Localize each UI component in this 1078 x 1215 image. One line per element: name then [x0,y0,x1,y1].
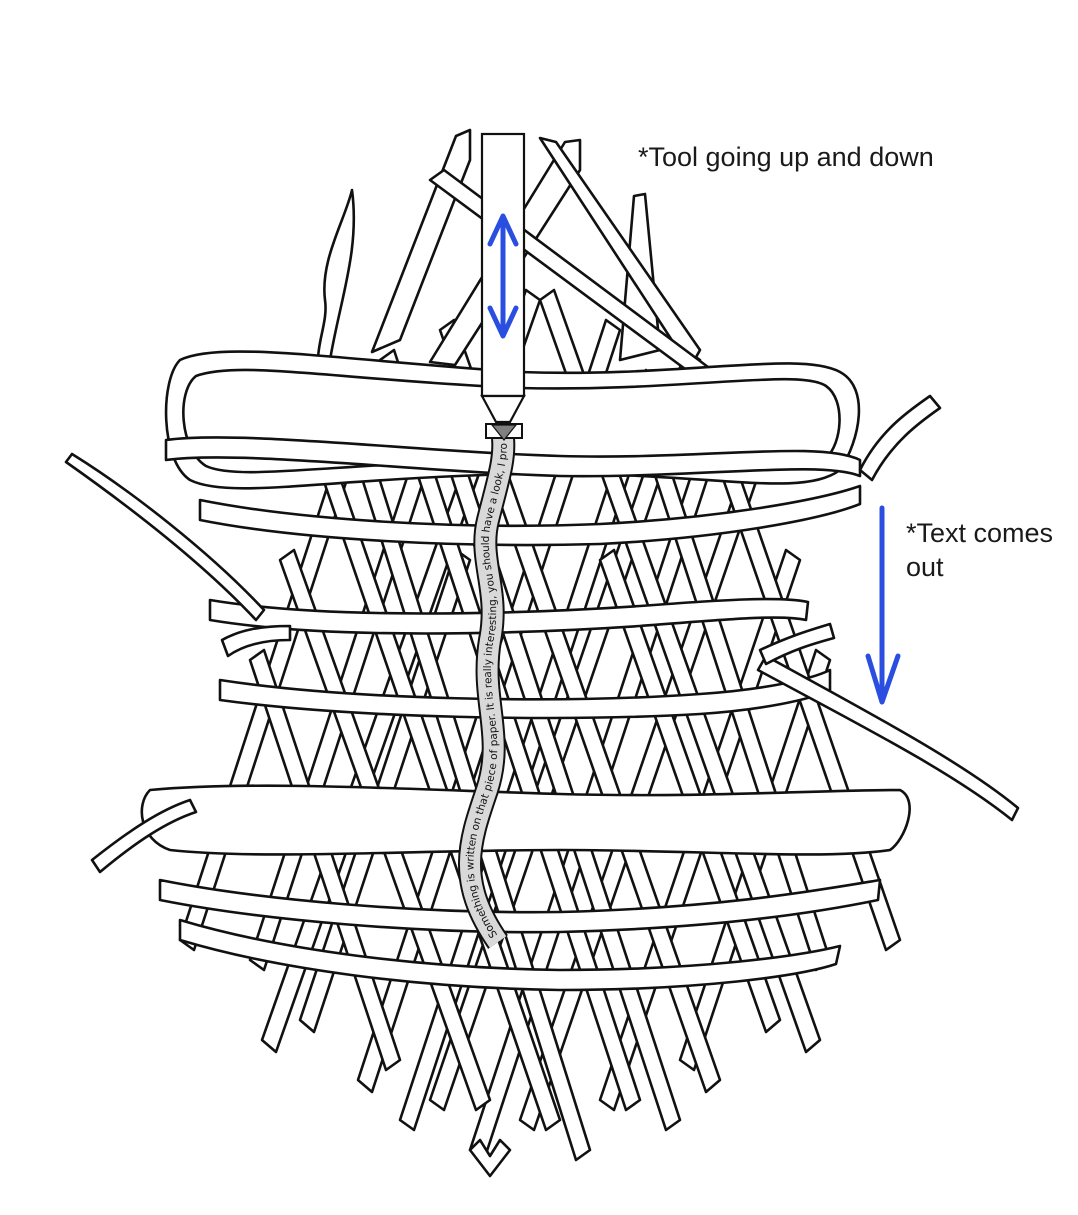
tool-annotation: *Tool going up and down [638,142,934,172]
woven-lamp-body [66,130,1018,1176]
loose-strands [66,396,1018,872]
text-annotation-line2: out [906,552,944,582]
text-annotation: *Text comes out [906,516,1053,584]
horizontal-rings [142,352,910,990]
double-vertical-arrow-icon [487,213,519,339]
text-annotation-line1: *Text comes [906,518,1054,548]
down-arrow-icon [865,505,901,705]
bottom-tip [470,1140,510,1176]
